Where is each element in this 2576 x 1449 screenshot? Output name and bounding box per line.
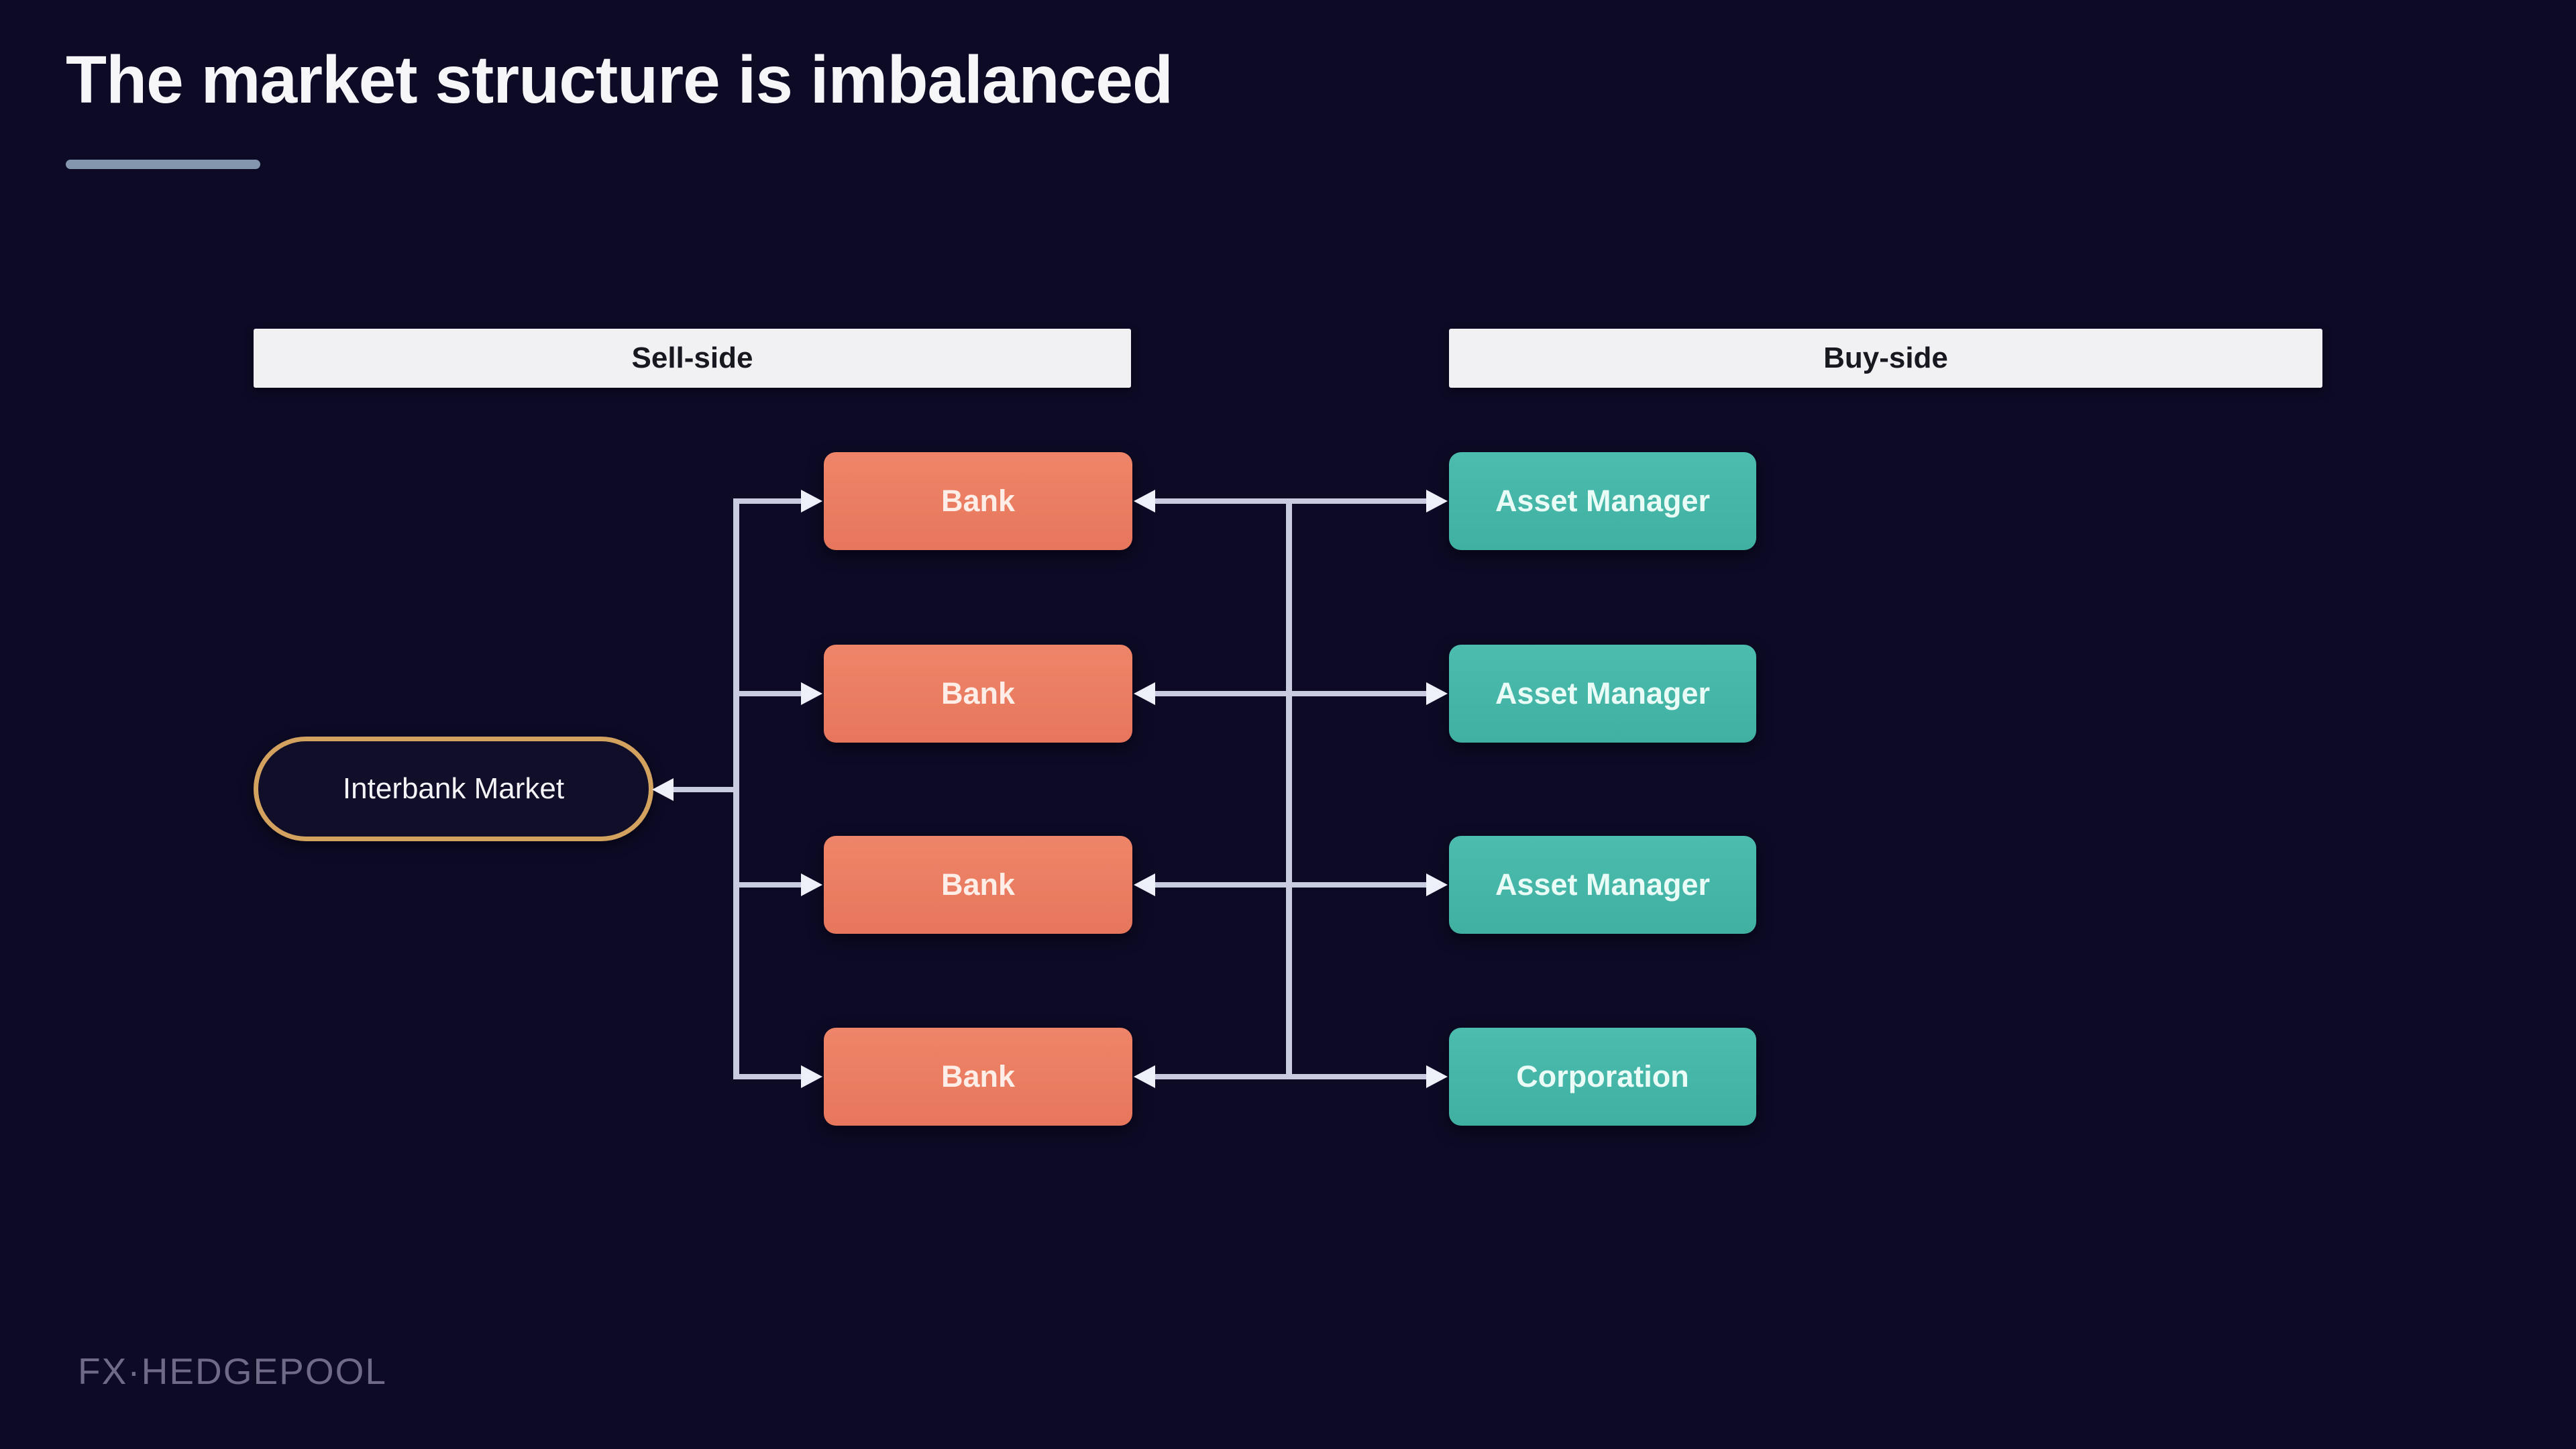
arrow-into-bank-right-3-icon <box>1134 873 1155 896</box>
bank-node-4-label: Bank <box>941 1059 1016 1093</box>
arrow-into-asset-manager-1-icon <box>1426 490 1448 513</box>
right-trunk-vertical-line <box>1286 498 1292 1079</box>
arrow-into-bank-right-2-icon <box>1134 682 1155 705</box>
left-branch-line-4 <box>736 1074 807 1079</box>
asset-manager-node-3: Asset Manager <box>1449 836 1756 934</box>
fx-hedgepool-logo: FX·HEDGEPOOL <box>78 1350 388 1392</box>
arrow-into-bank-2-icon <box>801 682 822 705</box>
bank-node-3: Bank <box>824 836 1132 934</box>
buy-side-header-label: Buy-side <box>1823 341 1948 374</box>
bank-node-4: Bank <box>824 1028 1132 1126</box>
asset-manager-node-2-label: Asset Manager <box>1495 676 1711 710</box>
bank-node-1: Bank <box>824 452 1132 550</box>
asset-manager-node-2: Asset Manager <box>1449 645 1756 743</box>
bank-node-2-label: Bank <box>941 676 1016 710</box>
title-underline <box>66 160 260 169</box>
page-title: The market structure is imbalanced <box>66 42 1173 117</box>
left-branch-line-1 <box>736 498 807 504</box>
asset-manager-node-1-label: Asset Manager <box>1495 484 1711 518</box>
arrow-into-interbank-icon <box>652 778 674 801</box>
sell-side-header-label: Sell-side <box>631 341 753 374</box>
interbank-market-label: Interbank Market <box>342 772 565 805</box>
arrow-into-bank-right-4-icon <box>1134 1065 1155 1088</box>
arrow-into-bank-4-icon <box>801 1065 822 1088</box>
corporation-node: Corporation <box>1449 1028 1756 1126</box>
right-row-line-2 <box>1152 691 1432 696</box>
arrow-into-bank-right-1-icon <box>1134 490 1155 513</box>
bank-node-1-label: Bank <box>941 484 1016 518</box>
sell-side-header: Sell-side <box>254 329 1131 388</box>
bank-node-2: Bank <box>824 645 1132 743</box>
interbank-market-node: Interbank Market <box>254 737 653 841</box>
arrow-into-bank-3-icon <box>801 873 822 896</box>
right-row-line-4 <box>1152 1074 1432 1079</box>
arrow-into-asset-manager-2-icon <box>1426 682 1448 705</box>
left-branch-line-2 <box>736 691 807 696</box>
arrow-into-corporation-icon <box>1426 1065 1448 1088</box>
right-row-line-3 <box>1152 882 1432 888</box>
interbank-connector-line <box>674 787 738 792</box>
asset-manager-node-1: Asset Manager <box>1449 452 1756 550</box>
right-row-line-1 <box>1152 498 1432 504</box>
corporation-node-label: Corporation <box>1516 1059 1689 1093</box>
bank-node-3-label: Bank <box>941 867 1016 902</box>
arrow-into-bank-1-icon <box>801 490 822 513</box>
left-branch-line-3 <box>736 882 807 888</box>
buy-side-header: Buy-side <box>1449 329 2322 388</box>
arrow-into-asset-manager-3-icon <box>1426 873 1448 896</box>
asset-manager-node-3-label: Asset Manager <box>1495 867 1711 902</box>
